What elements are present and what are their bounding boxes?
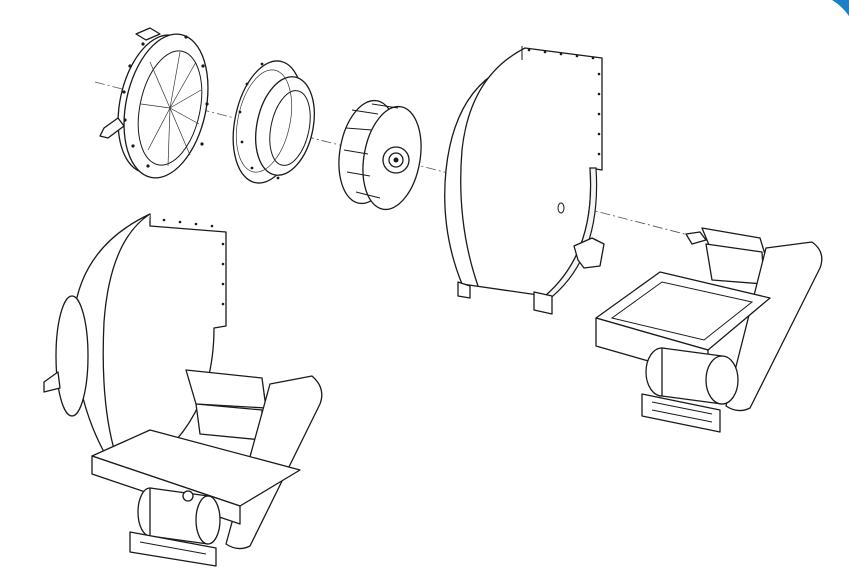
inlet-cone [232, 60, 315, 184]
inlet-damper [99, 27, 209, 179]
assembled-fan [43, 213, 323, 567]
corner-accent [832, 0, 849, 16]
bearing-drive-assembly [595, 227, 823, 433]
scroll-housing [444, 46, 605, 315]
impeller [338, 99, 422, 211]
